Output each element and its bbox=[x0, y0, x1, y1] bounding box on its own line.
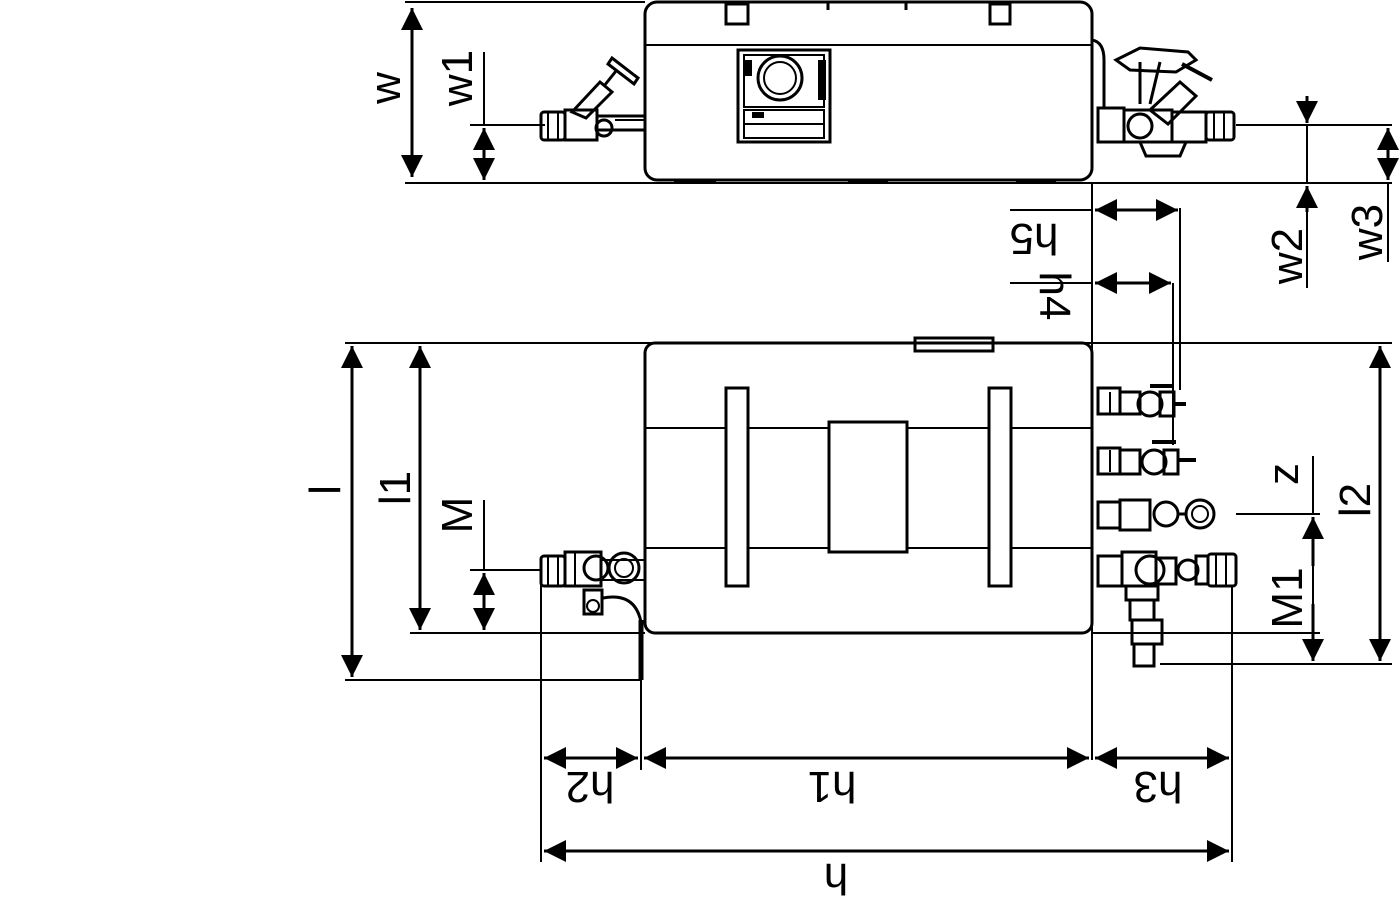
label-h4: h4 bbox=[1030, 272, 1079, 321]
left-valve-top bbox=[539, 55, 647, 142]
label-h1: h1 bbox=[808, 762, 857, 811]
dimension-lines bbox=[341, 1, 1399, 862]
label-w1: w1 bbox=[433, 50, 482, 107]
label-plate bbox=[827, 420, 909, 554]
label-w: w bbox=[361, 72, 410, 105]
top-view bbox=[539, 0, 1236, 184]
strap-right bbox=[987, 386, 1013, 588]
strap-left bbox=[724, 386, 750, 588]
front-view bbox=[539, 336, 1238, 680]
dimension-text: w w1 w2 w3 h5 h4 l l1 M l2 z M1 h2 h1 h3… bbox=[301, 50, 1392, 900]
label-l1: l1 bbox=[371, 471, 420, 505]
label-l2: l2 bbox=[1331, 483, 1380, 517]
top-tank-body bbox=[643, 0, 1094, 182]
label-h5: h5 bbox=[1010, 214, 1059, 263]
left-valve-front bbox=[539, 550, 646, 616]
pump-unit bbox=[736, 48, 832, 144]
label-h2: h2 bbox=[566, 762, 615, 811]
label-w3: w3 bbox=[1343, 204, 1392, 261]
label-M: M bbox=[433, 497, 482, 534]
label-w2: w2 bbox=[1263, 228, 1312, 285]
label-M1: M1 bbox=[1263, 567, 1312, 628]
right-valve-stack bbox=[1096, 384, 1238, 668]
label-h3: h3 bbox=[1134, 762, 1183, 811]
label-l: l bbox=[301, 485, 350, 495]
right-valve-top bbox=[1091, 38, 1236, 158]
label-h: h bbox=[824, 854, 848, 900]
label-z: z bbox=[1259, 463, 1308, 485]
